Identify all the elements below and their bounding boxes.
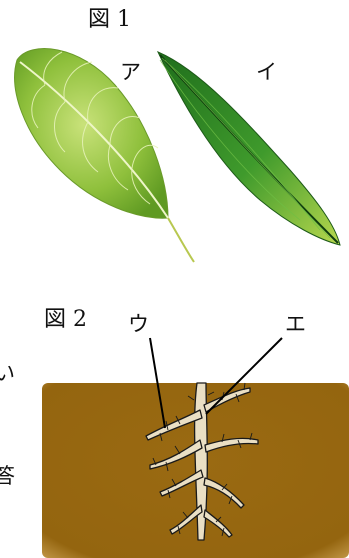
leader-line-e [205, 337, 283, 415]
figure1-title: 図 1 [88, 7, 131, 32]
margin-text-line2: 答 [0, 464, 15, 488]
leaf-i [156, 51, 341, 246]
root-label-e: エ [285, 312, 306, 336]
root-label-u: ウ [128, 312, 149, 336]
leaf-a-label: ア [120, 60, 141, 84]
leader-line-u [149, 337, 166, 429]
leaf-i-label: イ [256, 60, 277, 84]
margin-text-line1: い [0, 361, 15, 385]
leaf-a [14, 48, 195, 263]
figure2-title: 図 2 [44, 307, 87, 332]
